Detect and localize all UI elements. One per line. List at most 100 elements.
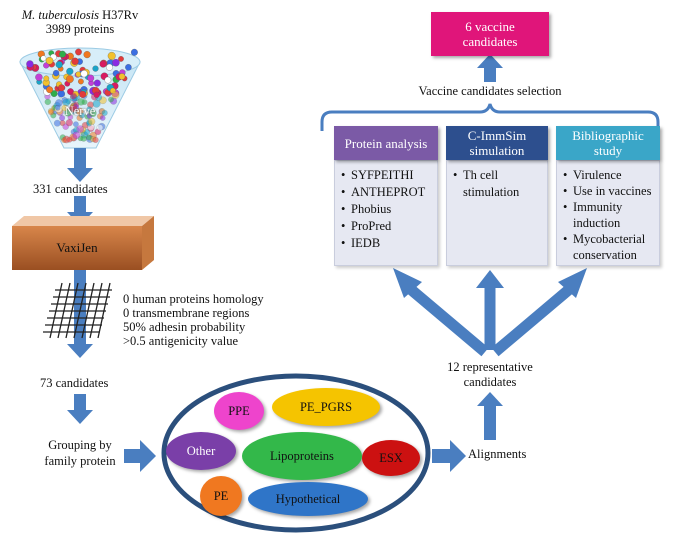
filter-criterion: 50% adhesin probability <box>123 320 246 334</box>
protein-bead <box>108 96 114 103</box>
family-hypothetical: Hypothetical <box>248 482 368 516</box>
protein-bead <box>48 109 55 116</box>
source-title: M. tuberculosis H37Rv <box>10 8 150 22</box>
bibliographic-title-line1: Bibliographic <box>572 128 644 143</box>
protein-bead <box>55 105 61 111</box>
bibliographic-list: Virulence Use in vaccines Immunity <box>557 167 659 215</box>
protein-bead <box>69 105 78 113</box>
protein-bead <box>43 75 50 82</box>
protein-bead <box>50 90 58 97</box>
family-other: Other <box>166 432 236 470</box>
filter-criterion: 0 human proteins homology <box>123 292 264 306</box>
protein-bead <box>118 73 126 80</box>
funnel-graphic <box>19 47 141 149</box>
protein-analysis-header: Protein analysis <box>334 126 438 160</box>
cimmsim-list: Th cell <box>447 167 547 184</box>
list-item-continuation: induction <box>573 216 621 230</box>
protein-bead <box>59 50 66 58</box>
list-item: IEDB <box>341 235 437 252</box>
fan-arrows <box>404 282 576 357</box>
protein-bead <box>53 119 61 127</box>
protein-bead <box>79 112 85 119</box>
protein-bead <box>83 51 91 59</box>
selection-label: Vaccine candidates selection <box>418 84 562 98</box>
strain-name: H37Rv <box>99 8 139 22</box>
protein-bead <box>86 134 92 141</box>
protein-bead <box>130 48 138 56</box>
protein-bead <box>99 60 107 68</box>
alignments-label: Alignments <box>468 447 527 461</box>
bibliographic-list-2: Mycobacterial <box>557 231 659 247</box>
filter-criterion: >0.5 antigenicity value <box>123 334 239 348</box>
list-item: Phobius <box>341 201 437 218</box>
filter-criterion: 0 transmembrane regions <box>123 306 250 320</box>
result-line1: 6 vaccine <box>465 19 515 34</box>
list-item: Immunity <box>563 199 659 215</box>
list-item: Use in vaccines <box>563 183 659 199</box>
family-ppe: PPE <box>214 392 264 430</box>
protein-bead <box>93 79 101 87</box>
protein-bead <box>107 51 116 60</box>
family-pe-pgrs: PE_PGRS <box>272 388 380 426</box>
protein-bead <box>88 109 97 118</box>
protein-bead <box>78 78 84 85</box>
protein-bead <box>92 65 99 72</box>
vaxijen-box <box>12 216 154 270</box>
list-item-continuation: conservation <box>573 248 637 262</box>
protein-bead <box>61 104 69 112</box>
protein-bead <box>96 124 104 131</box>
protein-bead <box>111 91 120 99</box>
list-item: ProPred <box>341 218 437 235</box>
protein-bead <box>26 60 34 68</box>
family-pe: PE <box>200 476 242 516</box>
arrow-funnel-to-331 <box>67 148 93 182</box>
protein-bead <box>92 99 101 108</box>
protein-bead <box>92 136 99 143</box>
filter-mesh <box>43 282 112 339</box>
protein-bead <box>104 76 112 84</box>
protein-analysis-panel: SYFPEITHI ANTHEPROT Phobius ProPred IEDB <box>334 160 438 266</box>
protein-bead <box>64 108 72 117</box>
bibliographic-title-line2: study <box>593 143 623 158</box>
representative-line2: candidates <box>463 375 517 389</box>
protein-bead <box>73 121 79 128</box>
protein-bead <box>40 55 47 62</box>
nerve-label: Nerve <box>64 104 96 118</box>
fan-arrow-heads <box>393 268 587 298</box>
protein-bead <box>125 64 132 71</box>
organism-name: M. tuberculosis <box>21 8 100 22</box>
protein-bead <box>46 86 54 94</box>
list-item: Virulence <box>563 167 659 183</box>
protein-bead <box>80 70 88 78</box>
step-331-candidates: 331 candidates <box>33 182 108 196</box>
protein-count: 3989 proteins <box>45 22 115 36</box>
arrow-selection-to-result <box>477 54 503 82</box>
selection-brace <box>320 103 660 131</box>
family-esx: ESX <box>362 440 420 476</box>
protein-bead <box>77 98 85 106</box>
protein-bead <box>72 131 81 139</box>
protein-bead <box>57 90 65 98</box>
protein-bead <box>87 74 95 82</box>
cimmsim-panel: Th cell stimulation <box>446 160 548 266</box>
grouping-line1: Grouping by <box>48 438 112 452</box>
representative-line1: 12 representative <box>447 360 533 374</box>
protein-bead <box>70 92 77 100</box>
bibliographic-header: Bibliographic study <box>556 126 660 160</box>
protein-bead <box>88 117 96 126</box>
protein-bead <box>35 73 43 81</box>
protein-bead <box>55 61 63 69</box>
step-73-candidates: 73 candidates <box>40 376 109 390</box>
protein-bead <box>45 56 54 65</box>
list-item-continuation: stimulation <box>463 185 520 199</box>
arrow-grouping-to-families <box>124 440 156 472</box>
protein-bead <box>65 119 73 127</box>
protein-bead <box>80 135 87 142</box>
family-lipoproteins: Lipoproteins <box>242 432 362 480</box>
protein-bead <box>75 48 82 56</box>
arrow-alignments-to-representative <box>477 392 503 440</box>
protein-analysis-title: Protein analysis <box>344 135 428 151</box>
protein-bead <box>75 71 82 78</box>
bibliographic-panel: Virulence Use in vaccines Immunity induc… <box>556 160 660 266</box>
